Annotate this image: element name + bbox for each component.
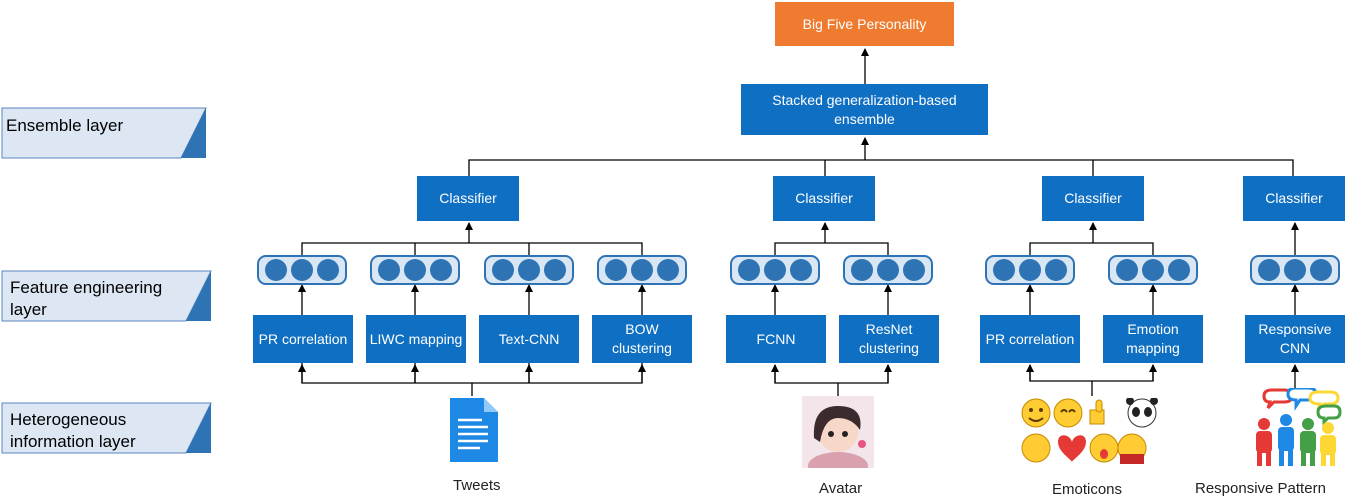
neuron [317,259,339,281]
classifier-node: Classifier [773,176,875,221]
feature-vector [1250,255,1340,285]
input-caption: Tweets [453,477,501,494]
classifier-node: Classifier [1042,176,1144,221]
neuron [1045,259,1067,281]
neuron [903,259,925,281]
neuron [738,259,760,281]
classifier-node: Classifier [417,176,519,221]
neuron [430,259,452,281]
layer-tab-shape [1,270,212,322]
method-node: ResNet clustering [839,315,939,363]
neuron [265,259,287,281]
method-node: Responsive CNN [1245,315,1345,363]
neuron [544,259,566,281]
input-caption: Responsive Pattern [1195,480,1326,497]
input-caption: Emoticons [1052,481,1123,498]
neuron [631,259,653,281]
feature-vector [484,255,574,285]
method-node: PR correlation [980,315,1080,363]
method-node: Emotion mapping [1103,315,1203,363]
method-node: FCNN [726,315,826,363]
neuron [851,259,873,281]
layer-label-text: Ensemble layer [6,116,124,135]
neuron [518,259,540,281]
neuron [1258,259,1280,281]
emoticons-image [1021,398,1158,464]
neuron [764,259,786,281]
neuron [877,259,899,281]
neuron [291,259,313,281]
neuron [404,259,426,281]
neuron [1142,259,1164,281]
neuron [1284,259,1306,281]
method-node: PR correlation [253,315,353,363]
method-node: LIWC mapping [366,315,466,363]
layer-label-text: Heterogeneous information layer [10,410,136,451]
neuron [1310,259,1332,281]
neuron [378,259,400,281]
layer-label-ensemble: Ensemble layer [1,107,207,159]
feature-vector [843,255,933,285]
layer-label-feature: Feature engineering layer [1,270,212,322]
big-five-node: Big Five Personality [775,2,954,46]
feature-vector [257,255,347,285]
neuron [993,259,1015,281]
neuron [605,259,627,281]
classifier-node: Classifier [1243,176,1345,221]
feature-vector [597,255,687,285]
layer-label-text: Feature engineering layer [10,278,163,319]
people-chat-icon [1256,388,1342,466]
neuron [1168,259,1190,281]
method-node: Text-CNN [479,315,579,363]
neuron [1116,259,1138,281]
neuron [790,259,812,281]
feature-vector [985,255,1075,285]
neuron [657,259,679,281]
input-caption: Avatar [819,480,863,497]
layer-label-heterogeneous: Heterogeneous information layer [1,402,212,454]
document-icon [450,398,498,462]
feature-vector [370,255,460,285]
neuron [1019,259,1041,281]
layer-tab-shape [1,402,212,454]
neuron [492,259,514,281]
feature-vector [1108,255,1198,285]
feature-vector [730,255,820,285]
ensemble-node: Stacked generalization-based ensemble [741,84,988,135]
layer-tab-shape [1,107,207,159]
avatar-image [802,396,874,468]
method-node: BOW clustering [592,315,692,363]
